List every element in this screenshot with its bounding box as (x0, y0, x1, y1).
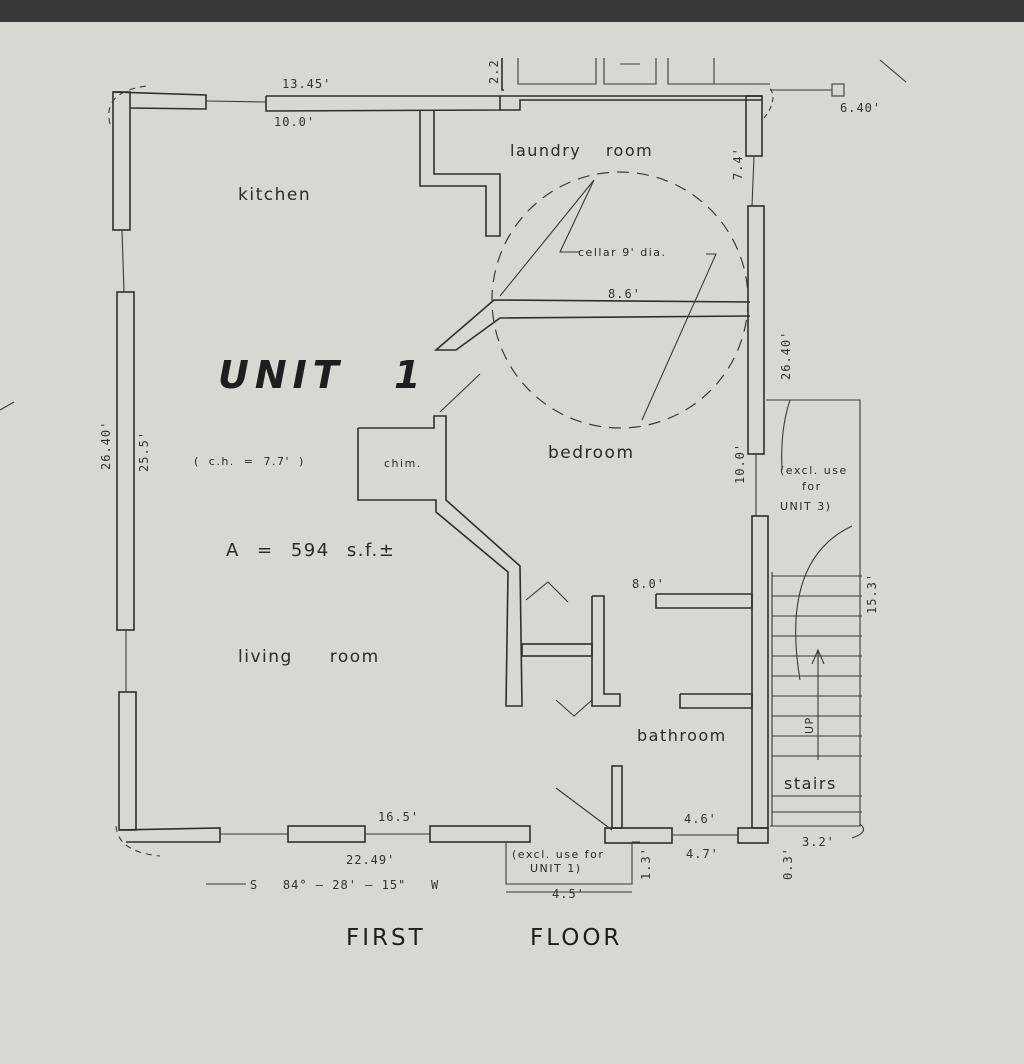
bathroom-label: bathroom (637, 726, 727, 745)
unit3-note-3: UNIT 3) (780, 500, 832, 513)
top-porch (501, 58, 845, 97)
bathroom-walls (555, 593, 753, 831)
ceiling-height: ( c.h. = 7.7' ) (194, 455, 305, 468)
stairs-label: stairs (784, 774, 837, 793)
hall-walls (521, 581, 621, 717)
dim-stair-small: 0.3' (781, 847, 795, 880)
unit1-note-1: (excl. use for (512, 848, 604, 861)
left-wall (112, 91, 137, 831)
dim-left-inner: 25.5' (137, 431, 151, 472)
bedroom-top-wall (433, 299, 751, 351)
dim-bath-bottom-inner: 4.6' (684, 812, 717, 826)
dim-top-right: 6.40' (840, 101, 881, 115)
unit3-note-2: for (802, 480, 822, 493)
unit-title: UNIT 1 (218, 353, 426, 397)
dim-cellar-span: 8.6' (608, 287, 641, 301)
laundry-partition (419, 110, 501, 237)
footer-first: FIRST (346, 925, 426, 951)
bedroom-label: bedroom (548, 443, 635, 463)
bearing-label: S 84° — 28' — 15" W (250, 878, 439, 892)
cellar-circle (491, 171, 749, 429)
dim-left-outer: 26.40' (99, 421, 113, 470)
chimney (357, 373, 523, 707)
paper-sheet: kitchen laundry room cellar 9' dia. bedr… (0, 22, 1024, 1064)
dim-stair-bottom: 3.2' (802, 835, 835, 849)
stair-treads (772, 575, 862, 813)
closet-unit1 (505, 841, 640, 893)
unit3-note-1: (excl. use (780, 464, 848, 477)
dim-bath-top: 8.0' (632, 577, 665, 591)
right-wall (745, 95, 769, 829)
laundry-label: laundry room (510, 141, 653, 160)
dim-bottom-inner: 16.5' (378, 810, 419, 824)
living-room-label: living room (238, 647, 380, 667)
up-label: UP (803, 716, 816, 734)
footer-floor: FLOOR (530, 925, 622, 951)
dim-closet-width: 4.5' (552, 887, 585, 901)
dim-laundry-side: 7.4' (731, 147, 745, 180)
dim-top-inner: 10.0' (274, 115, 315, 129)
cellar-label: cellar 9' dia. (578, 246, 666, 259)
kitchen-label: kitchen (238, 185, 311, 205)
dim-bottom-outer: 22.49' (346, 853, 395, 867)
floor-plan: kitchen laundry room cellar 9' dia. bedr… (0, 58, 907, 951)
dim-top-outer: 13.45' (282, 77, 331, 91)
dim-stair-side: 15.3' (865, 573, 879, 614)
dim-right-wall: 26.40' (779, 331, 793, 380)
chimney-label: chim. (384, 457, 422, 470)
dim-right-lower: 10.0' (733, 443, 747, 484)
dim-closet-side: 1.3' (639, 847, 653, 880)
bottom-wall (118, 825, 769, 844)
unit1-note-2: UNIT 1) (530, 862, 582, 875)
dim-bath-bottom-outer: 4.7' (686, 847, 719, 861)
top-wall (112, 91, 762, 112)
corner-arcs (0, 59, 907, 857)
area-label: A = 594 s.f.± (226, 540, 395, 561)
dim-top-small: 2.2 (487, 59, 501, 84)
stairs (766, 399, 862, 827)
